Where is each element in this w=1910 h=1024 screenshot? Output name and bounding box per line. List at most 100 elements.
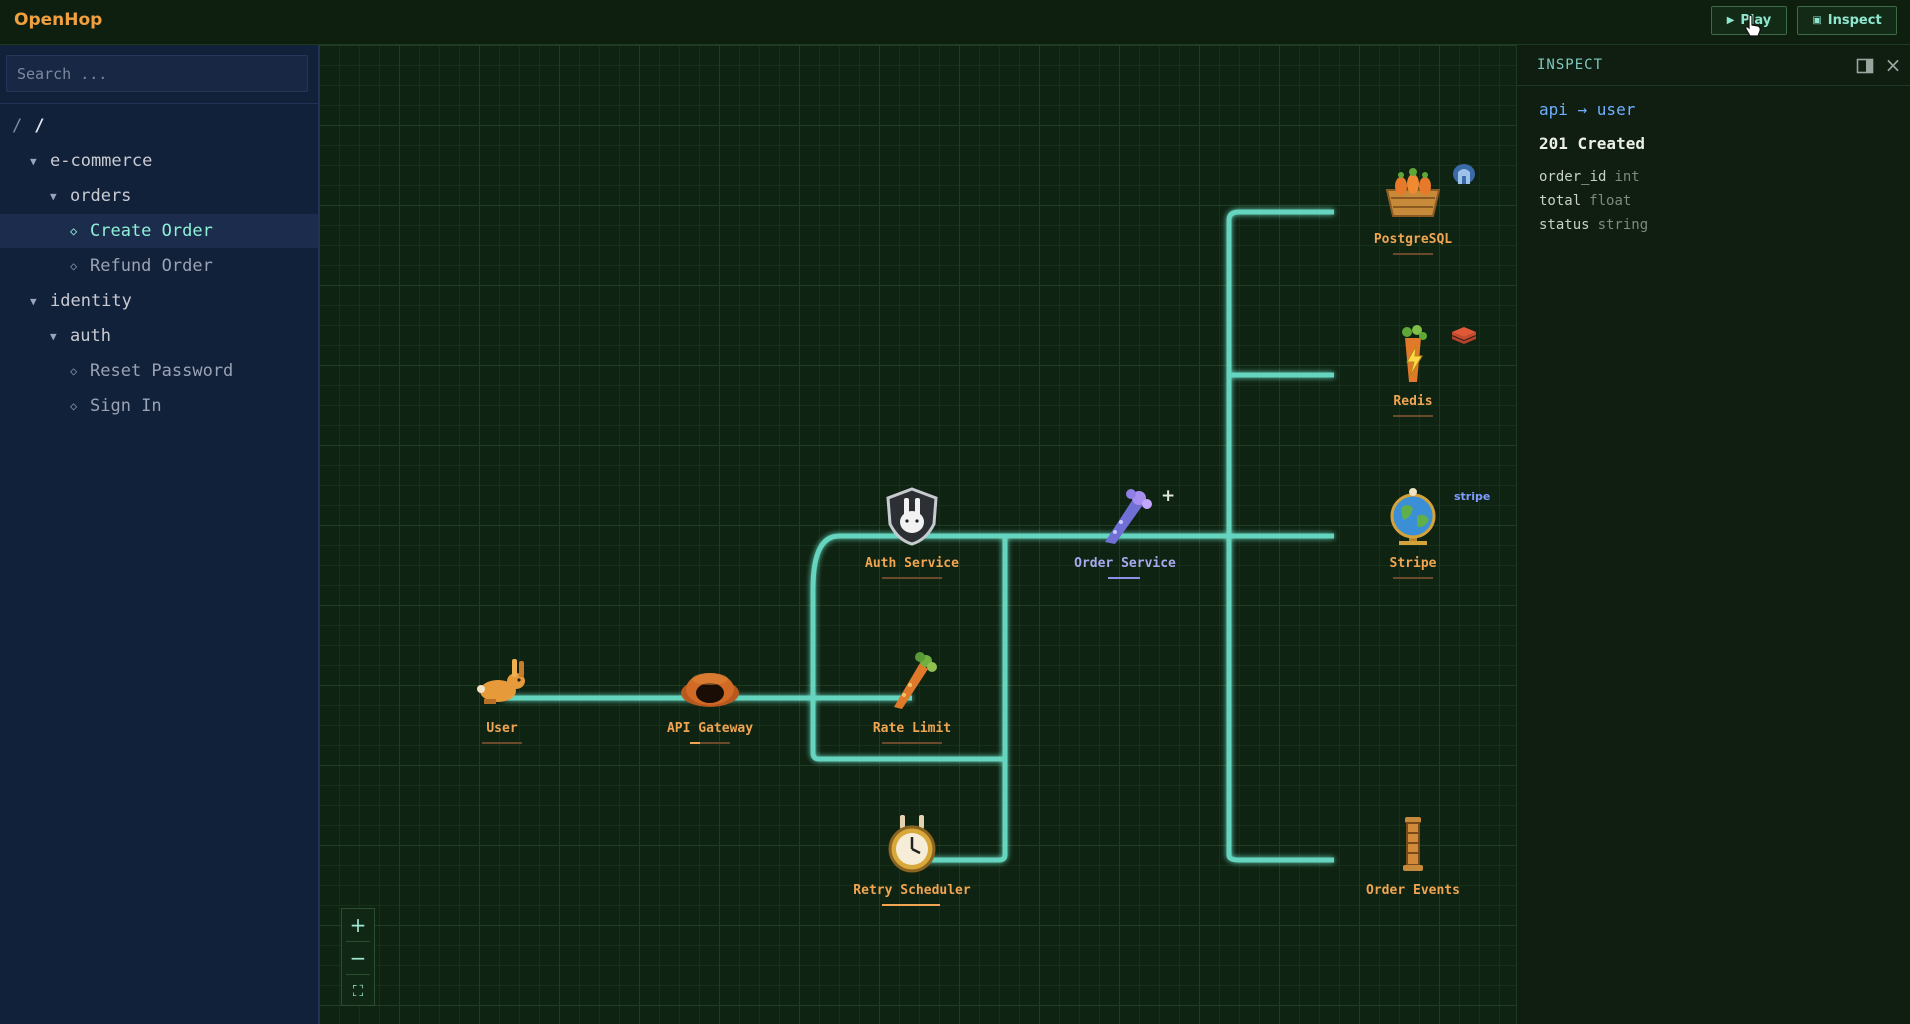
zoom-in-button[interactable]: + <box>349 913 367 937</box>
inspect-button[interactable]: ▣ Inspect <box>1797 6 1897 35</box>
zoom-out-button[interactable]: − <box>349 946 367 970</box>
node-label: Retry Scheduler <box>853 883 971 898</box>
top-bar: OpenHop ▶ Play ▣ Inspect <box>0 0 1910 45</box>
zoom-divider <box>346 974 370 975</box>
tree-folder-identity[interactable]: ▼ identity <box>0 284 318 318</box>
elephant-icon <box>1453 164 1475 184</box>
wire-branch-auth <box>810 533 912 698</box>
node-underline <box>1393 415 1433 417</box>
caret-down-icon: ▼ <box>30 294 37 308</box>
node-order-service[interactable]: Order Service + <box>1050 486 1200 586</box>
caret-down-icon: ▼ <box>30 154 37 168</box>
node-label: User <box>486 721 518 736</box>
tree-item-label: Reset Password <box>90 361 234 381</box>
globe-icon <box>1390 488 1436 545</box>
tree-item-refund-order[interactable]: ◇ Refund Order <box>0 249 318 283</box>
play-icon: ▶ <box>1726 15 1735 26</box>
burrow-icon <box>681 673 739 707</box>
shield-rabbit-icon <box>886 487 938 546</box>
node-label: Redis <box>1393 394 1433 409</box>
tree-item-label: identity <box>50 291 132 311</box>
field-name: order_id <box>1539 169 1607 185</box>
panel-divider <box>1517 85 1910 86</box>
node-underline <box>882 577 942 579</box>
field-name: total <box>1539 193 1582 209</box>
inspect-panel: INSPECT × api → user 201 Created order_i… <box>1516 45 1910 1024</box>
inspect-icon: ▣ <box>1812 15 1822 26</box>
root-slash-a: / <box>12 116 23 136</box>
stripe-badge: stripe <box>1454 490 1491 503</box>
node-stripe[interactable]: Stripe stripe <box>1338 486 1491 586</box>
tree-item-create-order[interactable]: ◇ Create Order <box>0 214 318 248</box>
fit-view-button[interactable]: ⛶ <box>352 982 364 1000</box>
route-label: api → user <box>1539 100 1636 119</box>
close-icon[interactable]: × <box>1884 53 1902 77</box>
tree-item-label: Sign In <box>90 396 162 416</box>
node-underline <box>882 742 942 744</box>
app-brand: OpenHop <box>14 10 103 30</box>
wire-trunk-top <box>1226 209 1334 536</box>
diamond-icon: ◇ <box>70 364 78 378</box>
node-rate-limit[interactable]: Rate Limit <box>837 651 987 751</box>
schema-field: status string <box>1539 217 1648 233</box>
wire-to-retry <box>912 536 1008 863</box>
panel-title: INSPECT <box>1537 57 1604 73</box>
root-slash-b: / <box>34 116 45 136</box>
node-underline <box>700 742 730 744</box>
wire-branch-down <box>810 698 1005 762</box>
play-button-label: Play <box>1740 13 1772 28</box>
scroll-tower-icon <box>1403 817 1423 871</box>
field-type: float <box>1589 193 1632 209</box>
sidebar: / / ▼ e-commerce ▼ orders ◇ Create Order… <box>0 45 319 1024</box>
node-retry-scheduler[interactable]: Retry Scheduler <box>837 813 987 913</box>
tree-item-label: e-commerce <box>50 151 153 171</box>
flow-canvas[interactable]: User API Gateway Auth Service <box>319 45 1516 1024</box>
tree-item-label: orders <box>70 186 132 206</box>
node-api-gateway[interactable]: API Gateway <box>635 651 785 751</box>
diamond-icon: ◇ <box>70 259 78 273</box>
tree-item-label: Refund Order <box>90 256 213 276</box>
zoom-controls: + − ⛶ <box>341 908 375 1006</box>
node-label: Auth Service <box>865 556 959 571</box>
inspect-button-label: Inspect <box>1827 13 1882 28</box>
lightning-carrot-icon <box>1402 325 1427 382</box>
node-underline <box>1393 253 1433 255</box>
node-underline <box>1393 577 1433 579</box>
schema-field: total float <box>1539 193 1631 209</box>
caret-down-icon: ▼ <box>50 329 57 343</box>
node-progress-active <box>882 904 940 906</box>
tree-root[interactable]: / / <box>0 109 318 143</box>
search-input[interactable] <box>6 55 308 92</box>
rabbit-icon <box>477 659 525 704</box>
node-underline <box>1108 577 1140 579</box>
carrot-icon <box>894 652 937 709</box>
redis-stack-icon <box>1452 327 1476 344</box>
node-auth-service[interactable]: Auth Service <box>837 486 987 586</box>
tree-item-reset-password[interactable]: ◇ Reset Password <box>0 354 318 388</box>
node-label: Order Events <box>1366 883 1460 898</box>
field-type: string <box>1597 217 1649 233</box>
panel-layout-icon[interactable] <box>1856 57 1874 75</box>
tree-folder-orders[interactable]: ▼ orders <box>0 179 318 213</box>
diamond-icon: ◇ <box>70 224 78 238</box>
pointer-cursor-icon <box>1745 14 1761 37</box>
diamond-icon: ◇ <box>70 399 78 413</box>
caret-down-icon: ▼ <box>50 189 57 203</box>
node-label: Order Service <box>1074 556 1176 571</box>
node-underline <box>482 742 522 744</box>
node-label: PostgreSQL <box>1373 232 1453 247</box>
field-name: status <box>1539 217 1590 233</box>
tree-item-label: auth <box>70 326 111 346</box>
response-status: 201 Created <box>1539 134 1645 153</box>
node-postgresql[interactable]: PostgreSQL <box>1338 162 1488 262</box>
tree-item-sign-in[interactable]: ◇ Sign In <box>0 389 318 423</box>
node-user[interactable]: User <box>427 651 577 751</box>
field-type: int <box>1614 169 1640 185</box>
node-order-events[interactable]: Order Events <box>1338 813 1488 913</box>
wire-trunk-events <box>1226 536 1334 863</box>
node-redis[interactable]: Redis <box>1338 324 1488 424</box>
tree-item-label: Create Order <box>90 221 213 241</box>
tree-folder-e-commerce[interactable]: ▼ e-commerce <box>0 144 318 178</box>
tree-folder-auth[interactable]: ▼ auth <box>0 319 318 353</box>
zoom-divider <box>346 941 370 942</box>
